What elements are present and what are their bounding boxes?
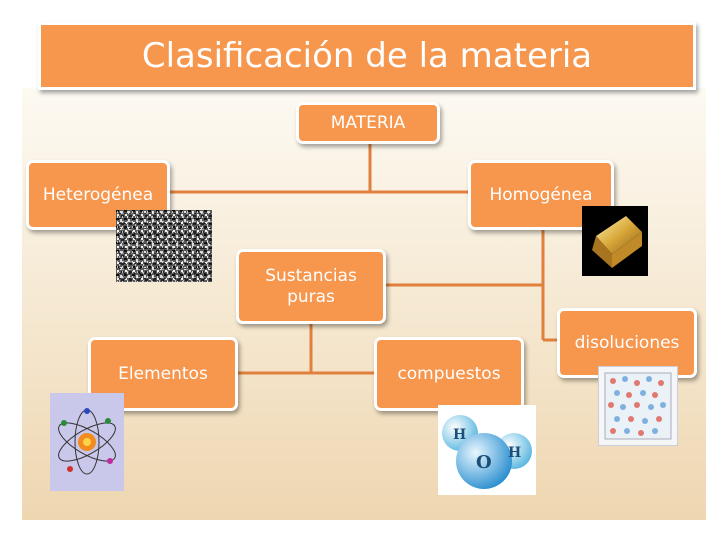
- water-molecule-image: H O H: [438, 405, 536, 495]
- gold-bar-image: [582, 206, 648, 276]
- hydrogen-label-2: H: [508, 445, 521, 461]
- node-materia: MATERIA: [296, 102, 440, 144]
- solution-particles-image: [598, 366, 678, 446]
- slide-title: Clasificación de la materia: [38, 22, 696, 90]
- oxygen-label: O: [476, 452, 492, 473]
- hydrogen-label-1: H: [453, 427, 466, 443]
- heterogeneous-texture-image: [116, 210, 212, 282]
- atom-image: [50, 393, 124, 491]
- node-sustancias-puras: Sustancias puras: [236, 249, 386, 324]
- node-elementos: Elementos: [88, 337, 238, 411]
- node-compuestos: compuestos: [374, 337, 524, 411]
